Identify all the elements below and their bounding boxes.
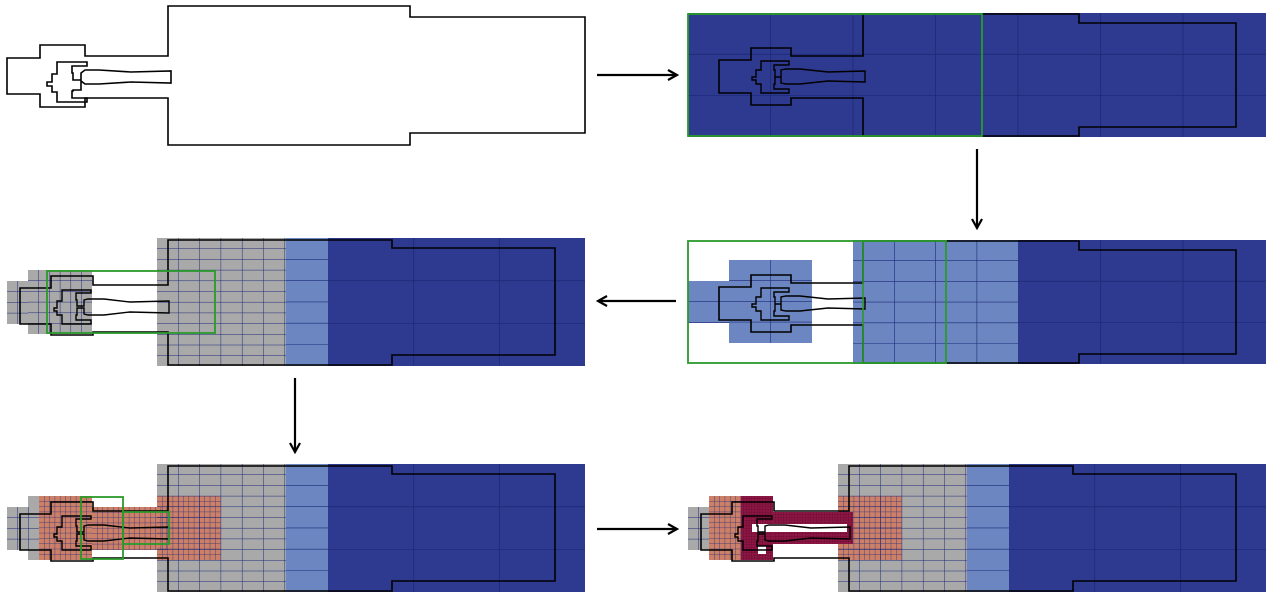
coarse-grid (688, 13, 1266, 137)
geometry-outline (718, 240, 1237, 364)
coarse-grid (1009, 464, 1266, 592)
fine-grid-1 (967, 484, 1009, 571)
panel-geometry (6, 5, 586, 146)
geometry-stem-outline (734, 515, 851, 551)
panel-refinement-2 (687, 240, 1266, 364)
fine-grid (729, 260, 812, 343)
panel-refinement-1 (687, 13, 1266, 137)
geometry-stem-outline (751, 60, 866, 94)
coarse-grid (328, 238, 585, 366)
coarse-mesh (328, 464, 585, 592)
geometry-stem-outline (751, 287, 866, 321)
panel-refinement-4 (7, 464, 585, 592)
fine-grid-2 (157, 464, 286, 592)
fine-grid-1 (286, 258, 328, 345)
fine-grid-2 (7, 507, 39, 550)
geometry-outline (19, 239, 556, 366)
fine-grid-2 (28, 270, 92, 334)
refinement-window (122, 511, 170, 545)
geometry-outline (718, 13, 1237, 137)
fine-grid (853, 240, 1018, 364)
geometry-outline (6, 5, 586, 146)
coarse-mesh (688, 13, 1266, 137)
refinement-window (687, 13, 983, 137)
coarse-mesh (1018, 240, 1266, 364)
fine-grid-2 (157, 238, 286, 366)
fine-grid-2 (7, 281, 28, 324)
panel-final-mesh (688, 464, 1266, 592)
coarse-grid (328, 464, 585, 592)
stem-slot (752, 524, 847, 532)
refinement-window (687, 240, 947, 364)
geometry-stem-outline (46, 61, 172, 103)
coarse-grid (1018, 240, 1266, 364)
fine-grid-2 (688, 507, 709, 550)
coarse-mesh (328, 238, 585, 366)
panel-refinement-3 (7, 238, 585, 366)
refinement-window (46, 270, 216, 334)
geometry-outline (700, 465, 1237, 592)
fine-grid (688, 301, 729, 323)
geometry-stem-outline (53, 289, 170, 325)
geometry-outline (19, 465, 556, 592)
coarse-mesh (1009, 464, 1266, 592)
fine-grid-1 (286, 484, 328, 571)
